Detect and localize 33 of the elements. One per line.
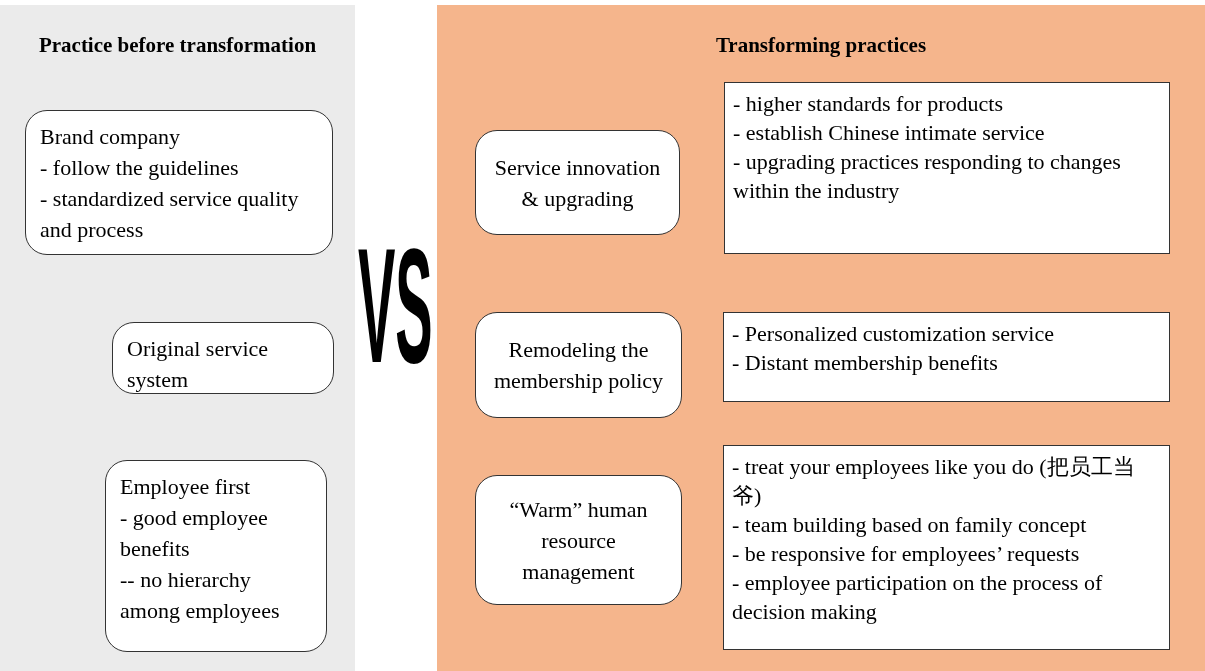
text-box — [723, 445, 1170, 650]
bullet-text: - good employee benefits — [120, 504, 269, 563]
left-panel — [0, 5, 355, 671]
bullet-text: - establish Chinese intimate service — [733, 119, 1046, 147]
rounded-box — [112, 322, 334, 394]
rounded-box — [25, 110, 333, 255]
bullet-text: - follow the guidelines — [40, 154, 240, 182]
box-text: Remodeling the membership policy — [492, 336, 665, 395]
rounded-box — [105, 460, 327, 652]
bullet-text: - employee participation on the process of decision making — [732, 569, 1104, 626]
bullet-text: - Distant membership benefits — [732, 349, 999, 377]
right-panel — [437, 5, 1205, 671]
versus-text: VS — [358, 215, 433, 380]
text-box — [724, 82, 1170, 254]
bullet-text: - team building based on family concept — [732, 511, 1088, 539]
box-text: Employee first — [120, 473, 252, 501]
panel-title: Transforming practices — [714, 33, 928, 58]
bullet-text: - standardized service quality and process — [40, 185, 300, 244]
box-text: “Warm” human resource management — [508, 495, 649, 586]
panel-title: Practice before transformation — [37, 33, 318, 58]
box-text: Service innovation & upgrading — [493, 153, 662, 213]
rounded-box — [475, 130, 680, 235]
bullet-text: - be responsive for employees’ requests — [732, 540, 1081, 568]
bullet-text: - higher standards for products — [733, 90, 1005, 118]
rounded-box — [475, 312, 682, 418]
box-text: Brand company — [40, 123, 181, 151]
bullet-text: - treat your employees like you do (把员工当爷) — [732, 453, 1136, 510]
box-text: Original service system — [127, 335, 270, 394]
text-box — [723, 312, 1170, 402]
bullet-text: - Personalized customization service — [732, 320, 1055, 348]
bullet-text: -- no hierarchy among employees — [120, 566, 281, 625]
bullet-text: - upgrading practices responding to changes within the industry — [733, 148, 1122, 205]
rounded-box — [475, 475, 682, 605]
